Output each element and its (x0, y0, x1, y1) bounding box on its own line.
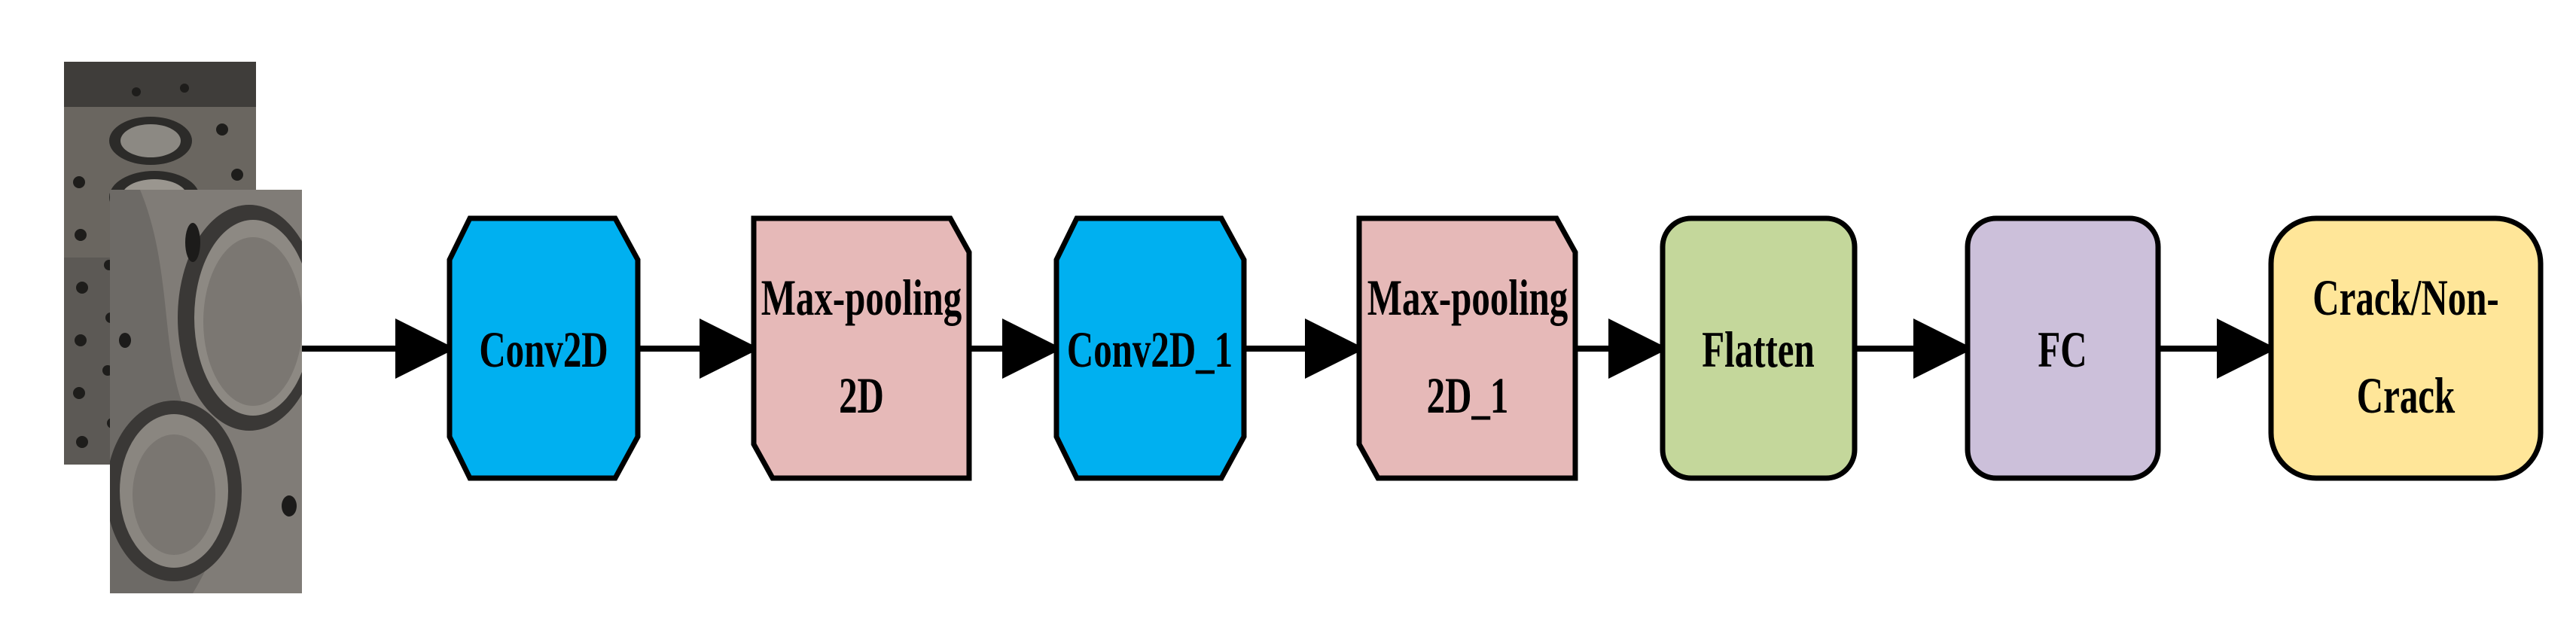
node-flatten-label: Flatten (1702, 321, 1815, 378)
node-maxpool-label-line1: Max-pooling (761, 269, 962, 326)
node-maxpool-1: Max-pooling 2D_1 (1356, 215, 1578, 481)
node-maxpool-1-shape (1356, 215, 1578, 481)
node-fc-label: FC (2038, 321, 2087, 378)
node-maxpool-shape (751, 215, 972, 481)
node-fc: FC (1965, 215, 2161, 481)
node-conv2d: Conv2D (447, 215, 641, 481)
node-output-label-line2: Crack (2357, 367, 2456, 424)
node-flatten-shape (1660, 215, 1858, 481)
node-maxpool-1-label-line1: Max-pooling (1367, 269, 1568, 326)
node-maxpool: Max-pooling 2D (751, 215, 972, 481)
node-output: Crack/Non- Crack (2268, 215, 2544, 481)
node-output-label-line1: Crack/Non- (2312, 269, 2498, 326)
cylinder-head-photo (110, 190, 302, 593)
node-conv2d-1-shape (1053, 215, 1247, 481)
node-conv2d-1-label: Conv2D_1 (1067, 321, 1233, 378)
node-fc-shape (1965, 215, 2161, 481)
node-flatten: Flatten (1660, 215, 1858, 481)
node-maxpool-1-label-line2: 2D_1 (1427, 367, 1509, 424)
input-image-front (110, 190, 302, 593)
node-conv2d-1: Conv2D_1 (1053, 215, 1247, 481)
node-conv2d-label: Conv2D (479, 321, 608, 378)
node-conv2d-shape (447, 215, 641, 481)
node-maxpool-label-line2: 2D (839, 367, 884, 424)
node-output-shape (2268, 215, 2544, 481)
